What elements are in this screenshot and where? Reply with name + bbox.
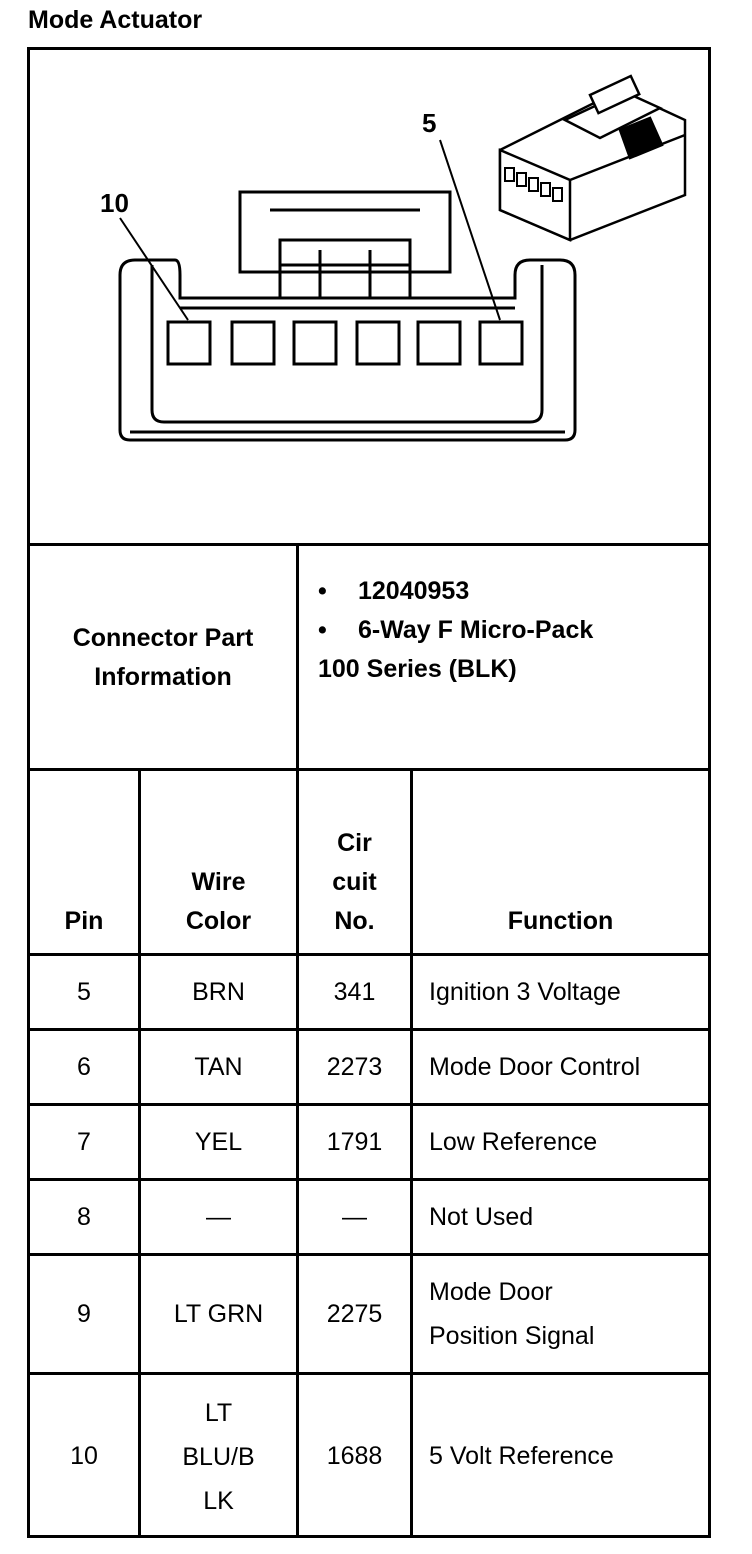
divider bbox=[30, 1178, 708, 1181]
divider bbox=[30, 1372, 708, 1375]
connector-diagram: 10 5 bbox=[100, 74, 687, 442]
cell-wire-color: YEL bbox=[194, 1127, 243, 1156]
cell-function: 5 Volt Reference bbox=[429, 1442, 614, 1470]
pin-cavity bbox=[478, 320, 524, 366]
divider bbox=[296, 543, 299, 770]
page-title: Mode Actuator bbox=[28, 6, 203, 34]
connector-part-label-line: Information bbox=[94, 663, 232, 691]
cell-wire-color: LT GRN bbox=[173, 1299, 264, 1328]
cell-pin: 7 bbox=[77, 1127, 91, 1156]
pin-cavity bbox=[416, 320, 462, 366]
cell-circuit: 1688 bbox=[326, 1442, 383, 1470]
column-divider bbox=[410, 768, 413, 1538]
cell-pin: 6 bbox=[77, 1052, 91, 1081]
bullet-icon: • bbox=[318, 577, 327, 605]
connector-body bbox=[118, 258, 577, 442]
cell-pin: 8 bbox=[77, 1202, 91, 1231]
divider bbox=[30, 1028, 708, 1031]
cell-circuit: — bbox=[342, 1202, 367, 1231]
pin-cavity bbox=[292, 320, 338, 366]
cell-function: Ignition 3 Voltage bbox=[429, 977, 621, 1006]
header-pin: Pin bbox=[64, 907, 104, 935]
cell-function: Mode Door Control bbox=[429, 1052, 641, 1081]
column-divider bbox=[296, 768, 299, 1538]
cell-circuit: 2273 bbox=[326, 1052, 383, 1081]
latch-housing bbox=[238, 190, 452, 274]
header-circuit-no: Cir cuit No. bbox=[332, 829, 377, 935]
cell-circuit: 1791 bbox=[326, 1127, 383, 1156]
header-wire-color: Wire Color bbox=[185, 868, 252, 935]
cell-pin: 5 bbox=[77, 977, 91, 1006]
cell-function: Low Reference bbox=[429, 1127, 598, 1156]
cell-wire-color: TAN bbox=[194, 1052, 243, 1081]
cell-function: Mode Door Position Signal bbox=[429, 1278, 595, 1350]
pin-cavity bbox=[166, 320, 212, 366]
connector-part-label-line: Connector Part bbox=[72, 624, 254, 652]
divider bbox=[30, 1253, 708, 1256]
divider bbox=[30, 768, 708, 771]
column-divider bbox=[138, 768, 141, 1538]
connector-part-series: 100 Series (BLK) bbox=[318, 655, 517, 683]
connector-part-info: •12040953 •6-Way F Micro-Pack 100 Series… bbox=[318, 572, 593, 689]
cell-wire-color: BRN bbox=[192, 977, 245, 1006]
cell-wire-color: LT BLU/B LK bbox=[182, 1398, 255, 1515]
latch-tab bbox=[278, 238, 412, 300]
header-function: Function bbox=[507, 907, 614, 935]
connector-part-item: •12040953 bbox=[318, 572, 593, 611]
bullet-icon: • bbox=[318, 616, 327, 644]
divider bbox=[30, 953, 708, 956]
pin-cavity bbox=[355, 320, 401, 366]
cell-circuit: 341 bbox=[333, 977, 376, 1006]
cell-circuit: 2275 bbox=[326, 1299, 383, 1328]
connector-part-label: Connector Part Information bbox=[30, 546, 296, 770]
connector-part-item: •6-Way F Micro-Pack bbox=[318, 611, 593, 650]
connector-3d-icon bbox=[498, 74, 687, 242]
divider bbox=[30, 543, 708, 546]
pin-label-10: 10 bbox=[100, 188, 129, 218]
pin-label-5: 5 bbox=[422, 108, 436, 138]
connector-frame: 10 5 Connector Part Information bbox=[27, 47, 711, 1538]
pin-cavity bbox=[230, 320, 276, 366]
cell-function: Not Used bbox=[429, 1202, 534, 1231]
cell-pin: 9 bbox=[77, 1299, 91, 1328]
cell-pin: 10 bbox=[70, 1442, 98, 1470]
divider bbox=[30, 1103, 708, 1106]
cell-wire-color: — bbox=[206, 1202, 231, 1231]
